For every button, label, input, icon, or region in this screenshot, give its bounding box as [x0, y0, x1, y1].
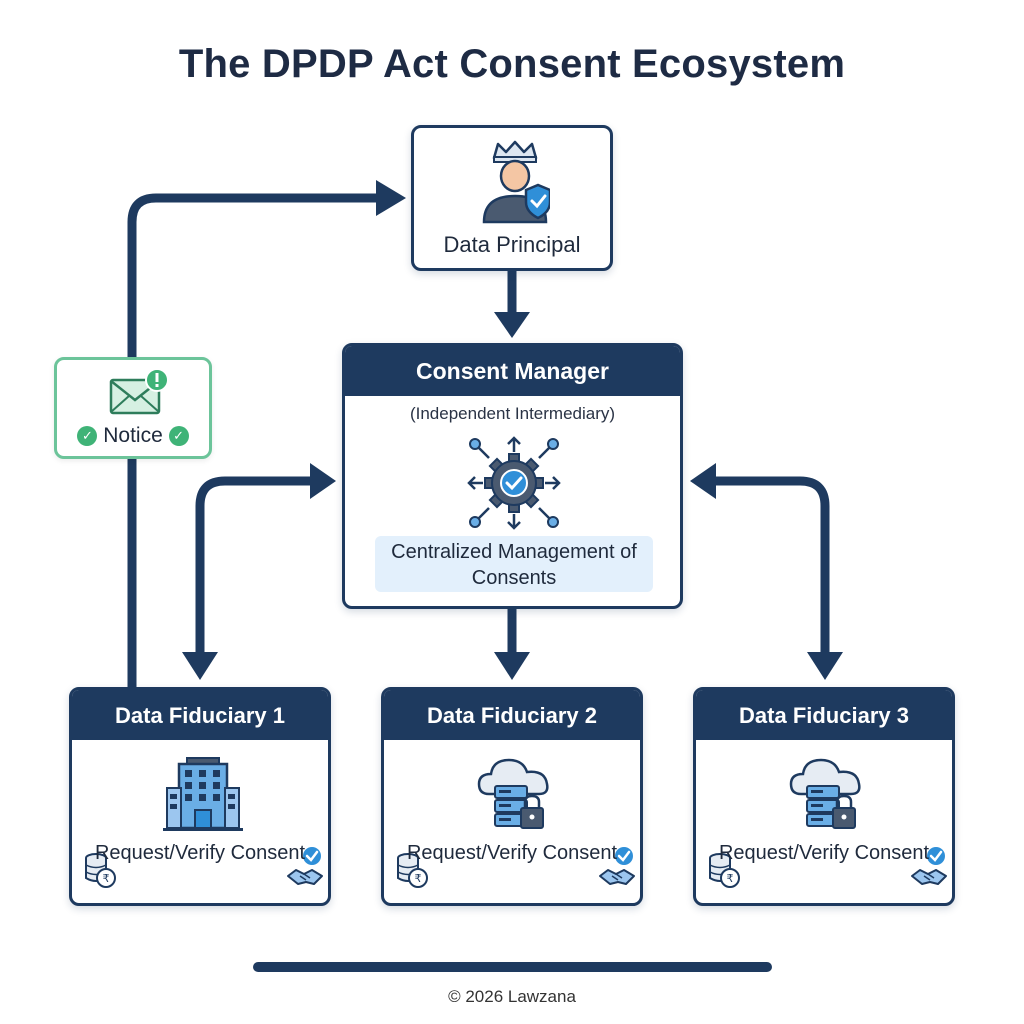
consent-manager-title: Consent Manager	[345, 346, 680, 396]
svg-text:₹: ₹	[727, 872, 734, 885]
arrowhead-to-df2	[494, 652, 530, 680]
data-fiduciary-1-text: Request/Verify Consent	[94, 842, 306, 864]
data-fiduciary-2-text: Request/Verify Consent	[406, 842, 618, 864]
manager-df3-line	[716, 476, 830, 656]
copyright-footer: © 2026 Lawzana	[448, 987, 576, 1006]
database-rupee-icon: ₹	[709, 853, 740, 888]
arrowhead-to-df1	[182, 652, 218, 680]
data-fiduciary-2-box: Data Fiduciary 2 ₹ Request/Verify Consen…	[381, 687, 643, 906]
check-icon: ✓	[168, 426, 189, 446]
data-principal-box: Data Principal	[411, 125, 613, 271]
handshake-check-icon	[911, 847, 947, 885]
cloud-server-lock-icon	[477, 758, 549, 829]
manager-df1-line	[195, 476, 310, 656]
data-fiduciary-1-title: Data Fiduciary 1	[72, 690, 328, 740]
notice-box: ✓ Notice ✓	[54, 357, 212, 459]
handshake-check-icon	[287, 847, 323, 885]
envelope-alert-icon	[109, 368, 169, 415]
check-icon: ✓	[77, 426, 98, 446]
arrowhead-to-manager	[494, 312, 530, 338]
data-fiduciary-2-title: Data Fiduciary 2	[384, 690, 640, 740]
consent-manager-description: Centralized Management of Consents	[375, 536, 653, 592]
arrowhead-to-df3	[807, 652, 843, 680]
arrowhead-left-manager	[310, 463, 336, 499]
data-fiduciary-3-title: Data Fiduciary 3	[696, 690, 952, 740]
notice-flow-line	[127, 193, 380, 687]
building-icon	[163, 757, 243, 831]
arrowhead-right-manager	[690, 463, 716, 499]
consent-manager-subtitle: (Independent Intermediary)	[409, 404, 616, 423]
footer-divider	[253, 962, 772, 972]
svg-text:₹: ₹	[415, 872, 422, 885]
diagram-title: The DPDP Act Consent Ecosystem	[178, 42, 846, 86]
crowned-user-with-shield-icon	[482, 140, 550, 224]
gear-network-check-icon	[467, 436, 561, 530]
database-rupee-icon: ₹	[397, 853, 428, 888]
data-principal-label: Data Principal	[443, 232, 581, 257]
data-fiduciary-3-text: Request/Verify Consent	[718, 842, 930, 864]
database-rupee-icon: ₹	[85, 853, 116, 888]
data-fiduciary-3-box: Data Fiduciary 3 ₹ Request/Verify Consen…	[693, 687, 955, 906]
svg-text:₹: ₹	[103, 872, 110, 885]
cloud-server-lock-icon	[789, 758, 861, 829]
notice-label: Notice	[103, 424, 163, 447]
arrowhead-to-principal	[376, 180, 406, 216]
handshake-check-icon	[599, 847, 635, 885]
data-fiduciary-1-box: Data Fiduciary 1 ₹ Request/Verify Consen…	[69, 687, 331, 906]
consent-manager-box: Consent Manager (Independent Intermediar…	[342, 343, 683, 609]
